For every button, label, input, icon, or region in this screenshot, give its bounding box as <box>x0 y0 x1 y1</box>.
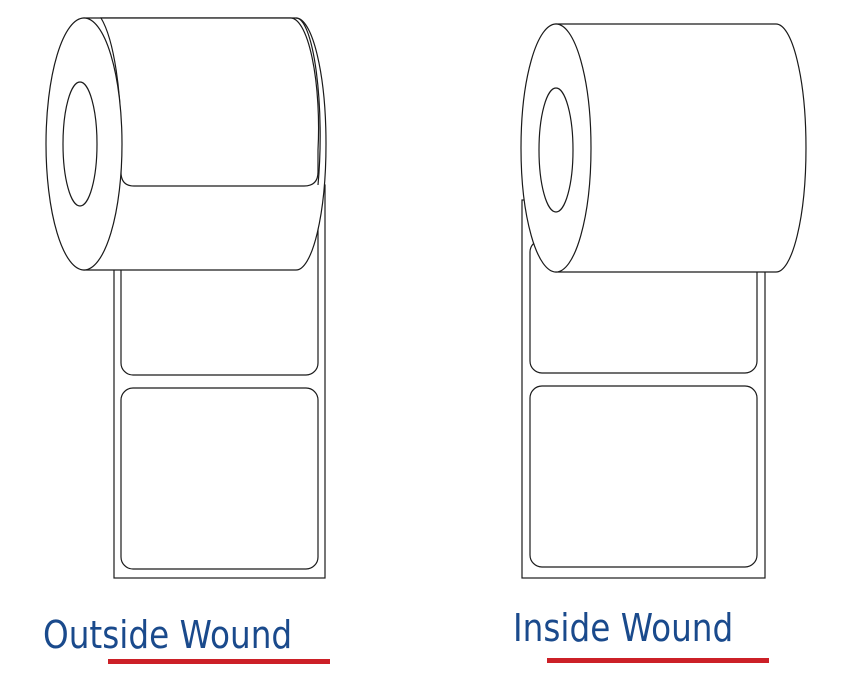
inside-wound-roll <box>520 23 807 579</box>
outside-roll-inner-edge <box>295 17 321 186</box>
outside-label-1 <box>99 17 320 187</box>
inside-roll-body <box>555 23 807 273</box>
outside-wound-caption: Outside Wound <box>43 613 293 657</box>
outside-roll-core <box>62 81 98 207</box>
outside-wound-underline <box>108 659 330 664</box>
outside-label-3 <box>120 387 319 570</box>
inside-roll-core <box>538 87 574 213</box>
inside-wound-caption: Inside Wound <box>513 606 734 650</box>
inside-label-2 <box>529 385 758 568</box>
outside-wound-roll <box>45 17 327 579</box>
inside-wound-underline <box>547 658 769 663</box>
